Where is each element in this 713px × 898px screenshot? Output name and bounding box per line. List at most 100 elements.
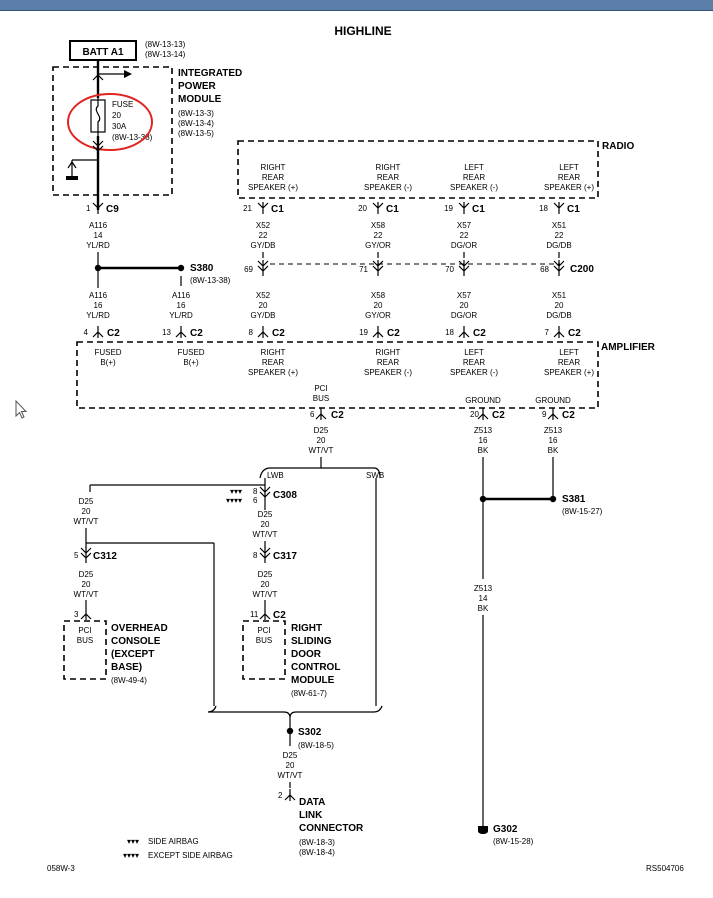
ipm-label-3: MODULE [178, 94, 222, 105]
dlc-pin: 2 [278, 791, 283, 800]
amp-pin-label-2: REAR [262, 358, 284, 367]
sliding-pin: 11 [250, 610, 259, 619]
overhead-ref: (8W-49-4) [111, 676, 147, 685]
amp-pin-label-2: REAR [558, 358, 580, 367]
radio-pin-label-1: RIGHT [261, 163, 286, 172]
pci-fork-icon [315, 407, 327, 421]
s381-ref: (8W-15-27) [562, 507, 603, 516]
radio-pin-label-3: SPEAKER (-) [450, 183, 498, 192]
speaker-wire-bot-circuit: X51 [552, 291, 567, 300]
pci-label-1: PCI [314, 384, 327, 393]
radio-pin-label-3: SPEAKER (+) [248, 183, 298, 192]
a116-left-gauge: 16 [94, 301, 103, 310]
ipm-label-1: INTEGRATED [178, 68, 242, 79]
c9-label: C9 [106, 204, 119, 215]
c308-marker-b: ▾▾▾▾ [226, 496, 242, 505]
speaker-wire-bot-gauge: 20 [460, 301, 469, 310]
sliding-conn: C2 [273, 610, 286, 621]
dlc-ref-2: (8W-18-4) [299, 848, 335, 857]
s302-label: S302 [298, 727, 322, 738]
s381-label: S381 [562, 494, 586, 505]
c312-label: C312 [93, 551, 117, 562]
bus-arrow-icon [124, 70, 132, 78]
radio-pin-number: 18 [539, 204, 548, 213]
speaker-wire-bot-color: GY/OR [365, 311, 391, 320]
c200-label: C200 [570, 264, 594, 275]
gnd1-pin: 20 [470, 410, 479, 419]
amp-pin-conn: C2 [387, 328, 400, 339]
dlc-ref-1: (8W-18-3) [299, 838, 335, 847]
fuse-label: FUSE [112, 100, 133, 109]
d25-e-circuit: D25 [258, 570, 273, 579]
radio-pin-label-2: REAR [262, 173, 284, 182]
amp-pin-label-1: FUSED [177, 348, 204, 357]
speaker-wire-bot-gauge: 20 [374, 301, 383, 310]
c200-pin-number: 70 [445, 265, 454, 274]
window-top-bar [0, 0, 713, 10]
amp-pin-label-1: RIGHT [261, 348, 286, 357]
speaker-wire-bot-circuit: X52 [256, 291, 271, 300]
batt-box [69, 40, 137, 61]
amp-pin-fork-icon [175, 325, 187, 339]
ipm-label-2: POWER [178, 81, 217, 92]
c200-pin-number: 69 [244, 265, 253, 274]
lwb-swb-bracket [259, 467, 381, 479]
c200-fork-icon [553, 259, 565, 277]
ipm-ground-chevron-icon [67, 160, 77, 169]
c9-fork-icon [92, 201, 104, 215]
amp-pin-label-1: LEFT [559, 348, 579, 357]
c317-label: C317 [273, 551, 297, 562]
amp-pin-label-2: REAR [463, 358, 485, 367]
c200-fork-icon [257, 259, 269, 277]
radio-pin-fork-icon [257, 201, 269, 215]
batt-ref-2: (8W-13-14) [145, 50, 186, 59]
z513-b-gauge: 16 [549, 436, 558, 445]
d25-f-circuit: D25 [283, 751, 298, 760]
d25-f-color: WT/VT [278, 771, 303, 780]
radio-box [237, 140, 599, 199]
c200-pin-number: 68 [540, 265, 549, 274]
dlc-fork-icon [284, 788, 296, 802]
radio-pin-label-2: REAR [463, 173, 485, 182]
gnd2-pin: 9 [542, 410, 547, 419]
dlc-label-2: LINK [299, 810, 323, 821]
amp-pin-fork-icon [458, 325, 470, 339]
z513-a-circuit: Z513 [474, 426, 493, 435]
c9-pin: 1 [86, 204, 91, 213]
c308-label: C308 [273, 490, 297, 501]
amp-pin-label-2: REAR [377, 358, 399, 367]
footer-right: RS504706 [646, 864, 684, 873]
amp-pin-conn: C2 [473, 328, 486, 339]
d25-e-color: WT/VT [253, 590, 278, 599]
amp-pin-conn: C2 [190, 328, 203, 339]
s381-dot [549, 495, 557, 503]
z513-b-color: BK [548, 446, 559, 455]
overhead-pci-1: PCI [78, 626, 91, 635]
lwb-label: LWB [267, 471, 284, 480]
ipm-ref-3: (8W-13-5) [178, 129, 214, 138]
g302-label: G302 [493, 824, 518, 835]
ipm-ref-2: (8W-13-4) [178, 119, 214, 128]
radio-pin-fork-icon [458, 201, 470, 215]
a116-top-circuit: A116 [89, 221, 108, 230]
speaker-wire-bot-circuit: X57 [457, 291, 472, 300]
gnd1-fork-icon [477, 407, 489, 421]
d25-a-color: WT/VT [309, 446, 334, 455]
fuse-rating: 30A [112, 122, 127, 131]
batt-ref-1: (8W-13-13) [145, 40, 186, 49]
z513-c-circuit: Z513 [474, 584, 493, 593]
amp-pin-fork-icon [553, 325, 565, 339]
bus-chevron-icon [92, 74, 104, 81]
radio-pin-conn: C1 [472, 204, 485, 215]
c308-pin-b: 6 [253, 496, 258, 505]
fuse-ref: (8W-13-38) [112, 133, 153, 142]
amp-pin-number: 18 [445, 328, 454, 337]
batt-label: BATT A1 [82, 47, 124, 58]
z513-a-gauge: 16 [479, 436, 488, 445]
sliding-label-1: RIGHT [291, 623, 322, 634]
amp-pin-number: 13 [162, 328, 171, 337]
radio-pin-label-2: REAR [558, 173, 580, 182]
overhead-label-1: OVERHEAD [111, 623, 168, 634]
